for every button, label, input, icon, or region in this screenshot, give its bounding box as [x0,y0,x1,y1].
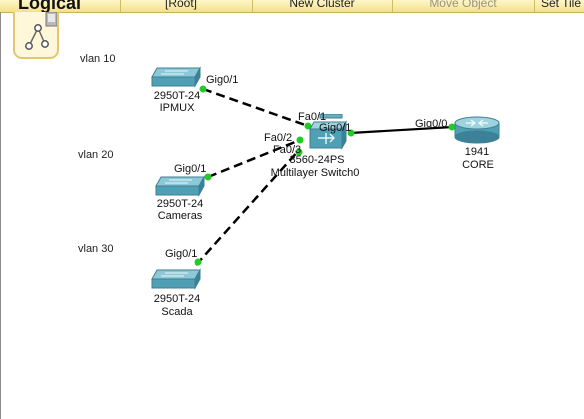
link-status-core [448,123,456,131]
link-status-ml-fa01 [304,122,312,130]
logical-view-icon [25,11,58,50]
router-icon [454,116,500,144]
multilayer-switch[interactable] [306,113,350,161]
multilayer-model-label: 3560-24PS [289,154,345,166]
link-status-ml-fa02 [296,136,304,144]
logical-mode-title: Logical [18,0,82,13]
ml-fa01-label: Fa0/1 [298,111,327,123]
link-status-ml-gig01 [347,129,355,137]
scada-port-label: Gig0/1 [165,248,198,260]
vlan-20-label: vlan 20 [78,149,114,161]
cameras-name-label[interactable]: Cameras [157,210,203,222]
switch-cameras[interactable] [154,175,206,204]
multilayer-name-label[interactable]: Multilayer Switch0 [270,167,360,179]
ml-fa02-label: Fa0/2 [264,132,293,144]
logical-view-navigation[interactable] [13,11,59,59]
link-status-ipmux [199,85,207,93]
multilayer-switch-icon [309,113,347,150]
link-status-cameras [204,173,212,181]
canvas-left-border [0,12,1,419]
vlan-30-label: vlan 30 [78,243,114,255]
root-button[interactable]: [Root] [120,0,241,12]
cameras-port-label: Gig0/1 [174,163,207,175]
router-core[interactable] [453,114,501,149]
vlan-10-label: vlan 10 [80,53,116,65]
ipmux-model-label: 2950T-24 [153,90,201,102]
ipmux-port-label: Gig0/1 [206,74,239,86]
switch-icon [155,175,205,197]
switch-icon [151,268,201,290]
core-name-label[interactable]: CORE [462,159,494,171]
switch-scada[interactable] [150,268,202,297]
set-tiled-button[interactable]: Set Tile [534,0,584,12]
switch-icon [151,66,201,88]
link-status-scada [194,258,202,266]
scada-name-label[interactable]: Scada [161,306,193,318]
logical-toolbar: Logical [Root] New Cluster Move Object S… [0,0,584,13]
link-scada-ml[interactable] [195,148,301,266]
core-model-label: 1941 [464,146,490,158]
ipmux-name-label[interactable]: IPMUX [159,102,195,114]
switch-ipmux[interactable] [150,66,202,95]
ml-gig01-label: Gig0/1 [319,122,352,134]
link-ipmux-ml[interactable] [202,87,309,128]
link-status-ml-fa03 [295,148,303,156]
scada-model-label: 2950T-24 [153,293,201,305]
link-ml-core[interactable] [349,125,454,135]
move-object-button[interactable]: Move Object [392,0,533,12]
cameras-model-label: 2950T-24 [156,198,204,210]
link-cameras-ml[interactable] [207,138,301,179]
ml-fa03-label: Fa0/3 [273,144,302,156]
new-cluster-button[interactable]: New Cluster [252,0,391,12]
core-port-label: Gig0/0 [415,118,448,130]
